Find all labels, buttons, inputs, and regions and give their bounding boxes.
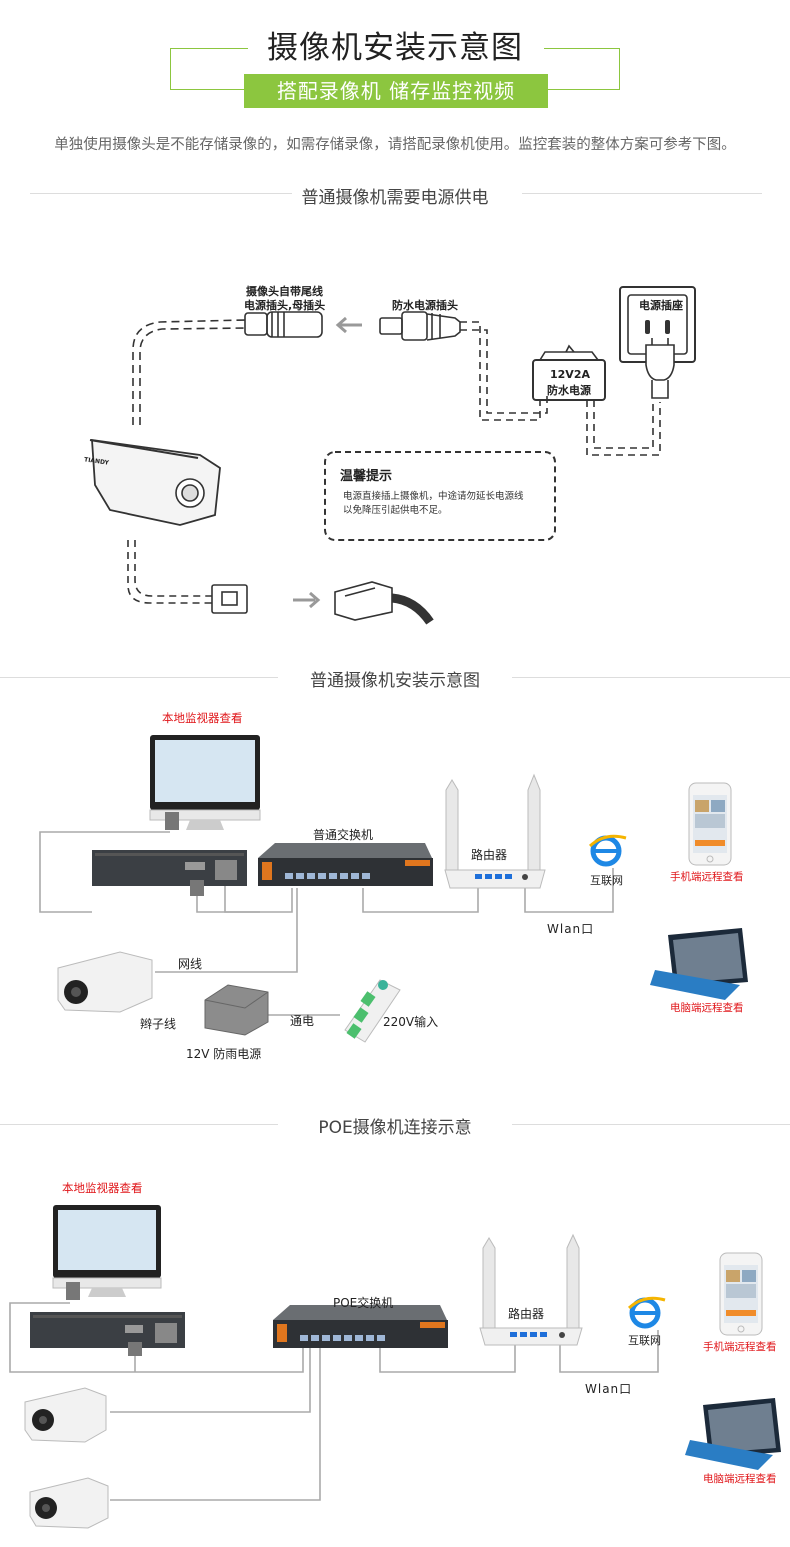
ie-icon-sec2: [588, 834, 627, 867]
waterproof-plug-label: 防水电源插头: [392, 299, 458, 312]
sec2-power-label: 12V 防雨电源: [186, 1047, 262, 1061]
section3-line-right: [512, 1124, 790, 1125]
socket-label: 电源插座: [639, 299, 683, 312]
sec3-pc-label: 电脑端远程查看: [703, 1473, 777, 1485]
switch-sec2: [258, 843, 433, 886]
sec2-wlan-label: Wlan口: [547, 922, 595, 936]
sec2-internet-label: 互联网: [590, 874, 623, 887]
section2-line-right: [512, 677, 790, 678]
power-strip-sec2: [344, 979, 401, 1043]
tip-line-2: 以免降压引起供电不足。: [343, 505, 448, 516]
monitor-sec2: [149, 735, 261, 830]
sec3-mobile-label: 手机端远程查看: [703, 1341, 777, 1353]
section3-line-left: [0, 1124, 278, 1125]
sec2-power-link-label: 通电: [290, 1014, 315, 1028]
sec3-wlan-label: Wlan口: [585, 1382, 633, 1396]
sec2-router-label: 路由器: [471, 848, 508, 862]
section1-title: 普通摄像机需要电源供电: [301, 188, 489, 208]
section1-line-right: [522, 193, 762, 194]
sec2-input-label: 220V输入: [383, 1015, 439, 1029]
female-plug-body: [244, 312, 268, 336]
sec3-internet-label: 互联网: [628, 1334, 661, 1347]
camera-sec2: [57, 951, 153, 1013]
sec2-pigtail-label: 辫子线: [140, 1017, 177, 1031]
intro-text: 单独使用摄像头是不能存储录像的，如需存储录像，请搭配录像机使用。监控套装的整体方…: [54, 137, 736, 153]
sec3-monitor-label: 本地监视器查看: [62, 1181, 143, 1195]
adapter-label-2: 防水电源: [547, 384, 591, 397]
section2-title: 普通摄像机安装示意图: [310, 671, 480, 691]
camera-tail-label-2: 电源插头,母插头: [244, 299, 326, 312]
section3-title: POE摄像机连接示意: [318, 1118, 472, 1138]
sec2-switch-label: 普通交换机: [313, 828, 374, 842]
camera-sec3-a: [24, 1387, 107, 1443]
tip-title: 温馨提示: [340, 469, 393, 484]
monitor-sec3: [52, 1205, 162, 1300]
laptop-sec3: [685, 1398, 781, 1470]
title-frame-top-right: [544, 48, 620, 49]
camera-tail-label-1: 摄像头自带尾线: [246, 285, 323, 298]
ie-icon-sec3: [627, 1296, 666, 1329]
nvr-sec3: [30, 1312, 185, 1356]
sec3-router-label: 路由器: [508, 1307, 545, 1321]
sec2-monitor-label: 本地监视器查看: [162, 711, 243, 725]
sec2-mobile-label: 手机端远程查看: [670, 871, 744, 883]
page-title: 摄像机安装示意图: [267, 30, 523, 66]
camera-sec3-b: [29, 1477, 109, 1529]
sec2-pc-label: 电脑端远程查看: [670, 1002, 744, 1014]
title-frame-top-left: [170, 48, 248, 49]
title-banner: 搭配录像机 储存监控视频: [244, 74, 548, 108]
section2-line-left: [0, 677, 278, 678]
router-sec3: [479, 1233, 583, 1346]
phone-sec2: [688, 782, 732, 866]
power-brick-sec2: [204, 984, 269, 1036]
nvr-sec2: [92, 850, 247, 896]
laptop-sec2: [650, 928, 748, 1000]
switch-sec3: [273, 1305, 448, 1348]
router-sec2: [444, 773, 546, 889]
tip-line-1: 电源直接插上摄像机，中途请勿延长电源线: [343, 491, 524, 502]
sec3-switch-label: POE交换机: [333, 1296, 394, 1310]
section1-line-left: [30, 193, 292, 194]
adapter-label-1: 12V2A: [550, 368, 590, 381]
sec2-network-cable-label: 网线: [178, 957, 203, 971]
phone-sec3: [719, 1252, 763, 1336]
